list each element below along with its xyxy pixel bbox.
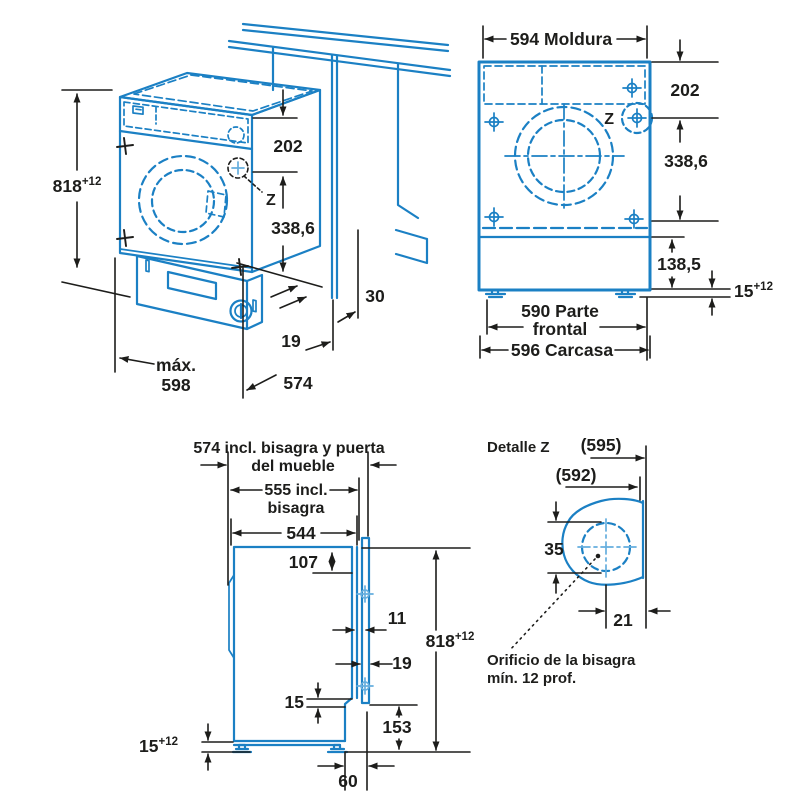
front-feet-label: 15+12 xyxy=(734,281,773,301)
front-base-height-label: 138,5 xyxy=(657,254,701,274)
hinge-hole-z-circle xyxy=(227,157,249,179)
furniture-door-slat xyxy=(360,536,371,705)
front-moldura-label: 594 Moldura xyxy=(510,29,612,49)
base-knob xyxy=(229,299,253,323)
cabinet-side-panel xyxy=(330,53,429,300)
front-frontal-label-2: frontal xyxy=(533,319,587,339)
detail-note-label-2: mín. 12 prof. xyxy=(487,670,576,687)
program-knob-dashed xyxy=(227,126,245,144)
detail-35-label: 35 xyxy=(544,539,564,559)
detail-note-label-1: Orificio de la bisagra xyxy=(487,652,636,669)
z-leader-dashed xyxy=(243,175,263,193)
washer-front-face xyxy=(118,95,254,274)
front-hinge-cross-icons xyxy=(484,78,647,229)
side-574-label-2: del mueble xyxy=(251,458,335,475)
iso-door-thickness-label: 19 xyxy=(281,331,301,351)
side-60-label: 60 xyxy=(338,771,358,791)
iso-depth-label: 574 xyxy=(283,373,312,393)
front-foot-left xyxy=(484,288,507,299)
top-face-dashed-inset xyxy=(133,74,313,112)
iso-hinge-span-label: 338,6 xyxy=(271,218,315,238)
side-body xyxy=(232,545,354,743)
worktop-lines xyxy=(227,22,452,92)
iso-dimensions xyxy=(61,89,359,399)
washer-right-face xyxy=(250,88,322,274)
leader-dot xyxy=(595,553,601,559)
side-back-bump xyxy=(228,574,235,659)
front-casing xyxy=(477,60,652,292)
washer-isometric xyxy=(118,71,322,331)
front-foot-right xyxy=(614,288,637,299)
detail-z-title: Detalle Z xyxy=(487,439,550,456)
side-outline xyxy=(228,536,371,754)
side-153-label: 153 xyxy=(382,717,411,737)
hinge-cutout-blob xyxy=(561,497,645,586)
side-feet-label: 15+12 xyxy=(139,736,178,756)
front-outline xyxy=(477,60,654,299)
side-foot-right xyxy=(326,743,349,754)
iso-mounting-cross-icons xyxy=(116,137,249,276)
side-view: 574 incl. bisagra y puerta del mueble 55… xyxy=(139,440,474,791)
side-19-label: 19 xyxy=(392,653,412,673)
side-544-label: 544 xyxy=(286,523,315,543)
front-dimensions xyxy=(479,25,731,361)
front-hinge-span-label: 338,6 xyxy=(664,151,708,171)
side-11-label: 11 xyxy=(388,608,407,628)
plinth-slots xyxy=(145,259,257,313)
front-z-ref-label: Z xyxy=(604,111,614,128)
display-window xyxy=(166,270,218,301)
detergent-drawer-icon xyxy=(132,105,144,116)
detail-z-view: Detalle Z (595) (592) 35 21 Orificio de … xyxy=(487,435,671,687)
isometric-view: 818+12 202 Z 338,6 30 19 máx. 598 574 xyxy=(53,22,452,399)
side-height-label: 818+12 xyxy=(426,631,475,651)
control-band-dashed xyxy=(123,101,249,144)
detail-595-label: (595) xyxy=(581,435,622,455)
detail-z-drawing xyxy=(508,497,645,652)
detail-592-label: (592) xyxy=(556,465,597,485)
control-band-bottom xyxy=(118,129,254,151)
iso-top-offset-label: 202 xyxy=(273,136,302,156)
iso-panel-gap-label: 30 xyxy=(365,286,385,306)
side-555-label-2: bisagra xyxy=(268,500,325,517)
front-control-band-dashed xyxy=(483,65,646,105)
iso-z-ref-label: Z xyxy=(266,192,276,209)
hinge-hole-z-cross xyxy=(231,161,245,175)
side-15-label: 15 xyxy=(285,692,305,712)
iso-max-depth-label-2: 598 xyxy=(161,375,190,395)
door-handle-dashed xyxy=(205,190,227,218)
detail-z-dimensions xyxy=(547,445,671,629)
front-carcasa-label: 596 Carcasa xyxy=(511,340,613,360)
drum-outer-dashed xyxy=(137,154,229,246)
side-plinth-recess xyxy=(343,696,354,743)
front-bottom-edge xyxy=(119,248,253,269)
side-555-label-1: 555 incl. xyxy=(264,482,327,499)
front-view: 594 Moldura 202 Z 338,6 138,5 15+12 590 … xyxy=(477,25,773,361)
side-574-label-1: 574 incl. bisagra y puerta xyxy=(193,440,384,457)
appliance-front-panel xyxy=(350,545,359,700)
plinth-side xyxy=(245,273,264,331)
side-dimensions xyxy=(200,451,471,791)
side-107-label: 107 xyxy=(289,552,318,572)
side-hinge-icons xyxy=(356,585,374,695)
front-frontal-label-1: 590 Parte xyxy=(521,301,599,321)
iso-height-label: 818+12 xyxy=(53,176,102,196)
detail-21-label: 21 xyxy=(613,610,633,630)
front-top-offset-label: 202 xyxy=(670,80,699,100)
drum-inner-dashed xyxy=(150,168,216,234)
side-bottom xyxy=(232,739,347,747)
iso-max-depth-label-1: máx. xyxy=(156,355,196,375)
